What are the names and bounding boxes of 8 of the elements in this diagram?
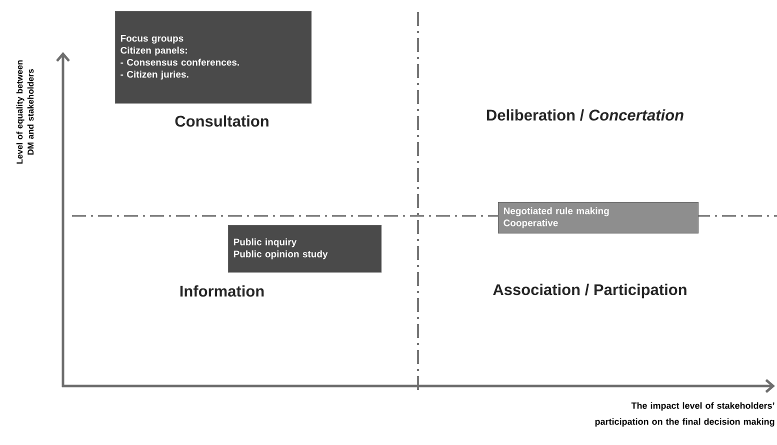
quadrant-label: Information bbox=[180, 285, 264, 297]
quadrant-label: Deliberation / Concertation bbox=[487, 109, 684, 121]
axis-title: Level of equality between DM and stakeholders bbox=[16, 60, 34, 164]
text-box: Public inquiry Public opinion study bbox=[228, 225, 382, 273]
quadrant-label: Association / Participation bbox=[493, 284, 686, 298]
text-box: Focus groups Citizen panels: - Consensus conferences. - Citizen juries. bbox=[115, 11, 312, 104]
axis-title: The impact level of stakeholders’ participation on the final decision making bbox=[595, 402, 774, 427]
text-box: Negotiated rule making Cooperative bbox=[498, 202, 699, 234]
